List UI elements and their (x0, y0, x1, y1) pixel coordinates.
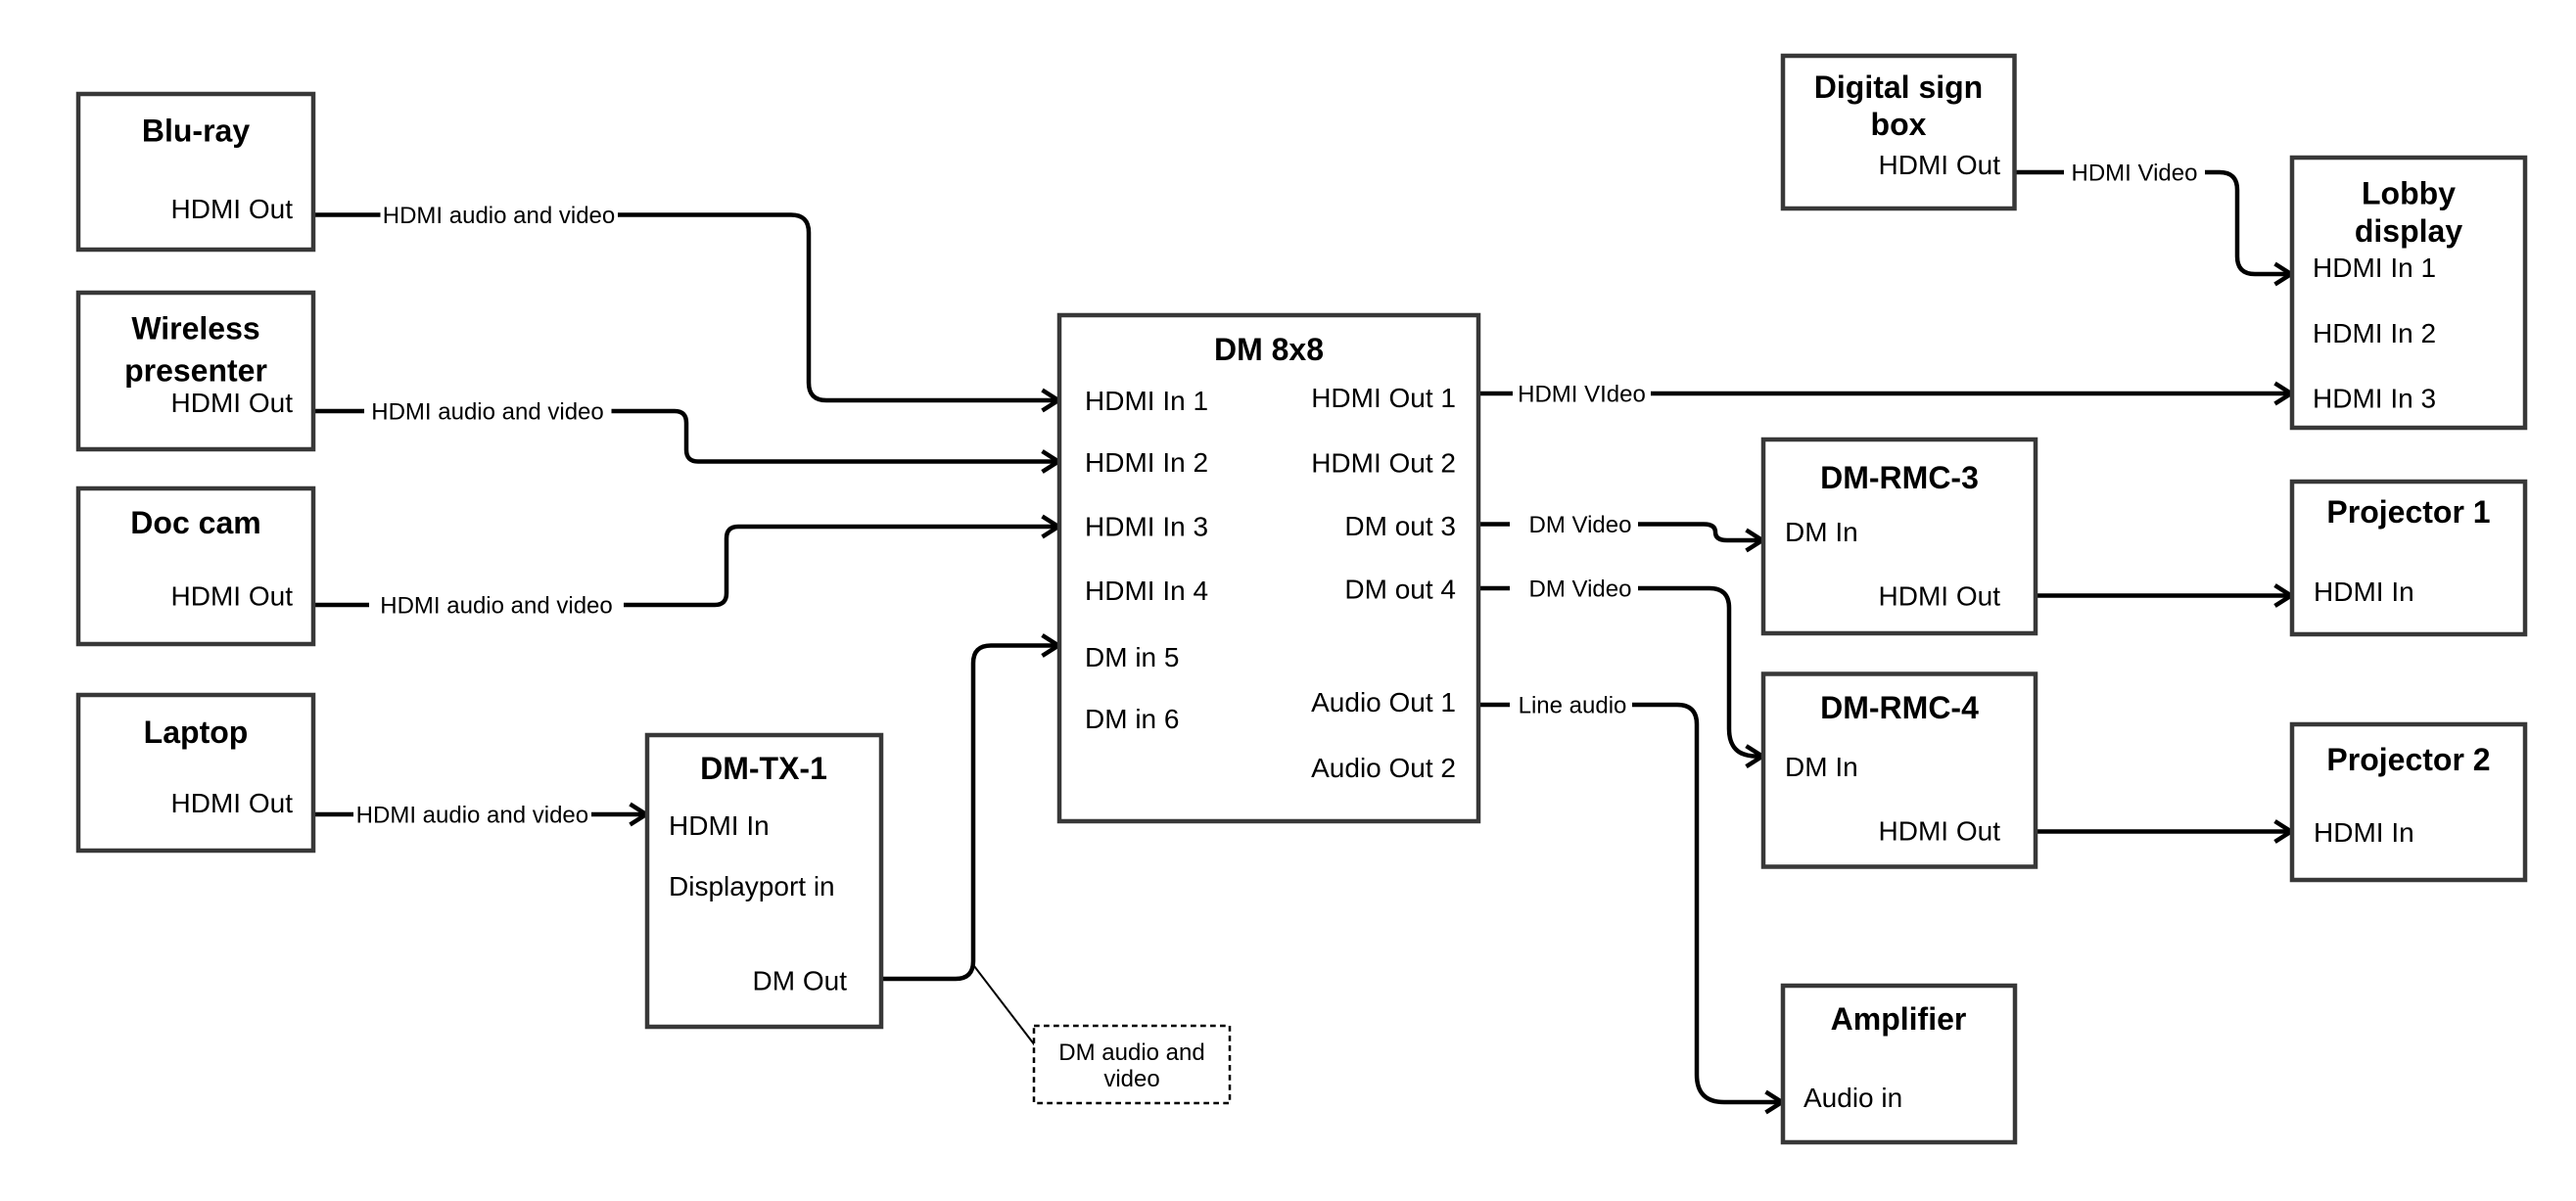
svg-text:HDMI In 4: HDMI In 4 (1085, 576, 1208, 606)
svg-text:Audio Out 1: Audio Out 1 (1311, 687, 1456, 717)
svg-text:Line audio: Line audio (1519, 692, 1627, 718)
svg-text:HDMI Out: HDMI Out (171, 388, 294, 418)
svg-text:display: display (2355, 213, 2462, 249)
svg-text:HDMI In: HDMI In (669, 810, 770, 841)
svg-text:HDMI In 2: HDMI In 2 (2313, 318, 2436, 348)
svg-text:HDMI VIdeo: HDMI VIdeo (1518, 381, 1646, 407)
svg-text:Laptop: Laptop (144, 715, 249, 750)
svg-text:HDMI In 1: HDMI In 1 (1085, 386, 1208, 416)
svg-text:DM Out: DM Out (753, 966, 848, 996)
svg-text:HDMI audio and video: HDMI audio and video (380, 592, 612, 619)
svg-text:Doc cam: Doc cam (130, 505, 260, 540)
svg-text:HDMI In: HDMI In (2314, 817, 2414, 848)
svg-text:DM audio and: DM audio and (1058, 1039, 1204, 1066)
svg-text:HDMI Video: HDMI Video (2072, 160, 2198, 186)
svg-text:Lobby: Lobby (2362, 176, 2456, 211)
svg-text:DM-RMC-4: DM-RMC-4 (1820, 690, 1979, 725)
svg-text:DM In: DM In (1785, 517, 1858, 547)
svg-text:HDMI Out: HDMI Out (1879, 150, 2001, 180)
svg-text:video: video (1103, 1066, 1159, 1092)
svg-text:presenter: presenter (124, 353, 267, 389)
svg-text:Projector 1: Projector 1 (2326, 494, 2490, 530)
svg-text:Audio in: Audio in (1803, 1083, 1902, 1113)
svg-text:DM out 4: DM out 4 (1344, 575, 1456, 605)
svg-text:HDMI Out: HDMI Out (171, 194, 294, 224)
svg-text:DM in 6: DM in 6 (1085, 704, 1179, 734)
svg-text:Blu-ray: Blu-ray (142, 114, 250, 149)
svg-text:DM-TX-1: DM-TX-1 (700, 751, 827, 786)
svg-text:DM Video: DM Video (1529, 576, 1632, 602)
svg-text:DM in 5: DM in 5 (1085, 642, 1179, 672)
svg-text:Audio Out 2: Audio Out 2 (1311, 753, 1456, 783)
svg-text:HDMI audio and video: HDMI audio and video (383, 203, 615, 229)
svg-text:HDMI audio and video: HDMI audio and video (356, 802, 588, 828)
svg-text:Projector 2: Projector 2 (2326, 742, 2490, 777)
svg-text:Amplifier: Amplifier (1831, 1001, 1967, 1037)
svg-text:HDMI In 3: HDMI In 3 (1085, 512, 1208, 542)
svg-text:DM out 3: DM out 3 (1344, 511, 1456, 541)
svg-text:HDMI audio and video: HDMI audio and video (371, 398, 603, 425)
svg-text:DM 8x8: DM 8x8 (1214, 332, 1324, 367)
svg-text:HDMI Out: HDMI Out (171, 788, 294, 818)
svg-text:HDMI Out: HDMI Out (171, 580, 294, 611)
svg-text:HDMI Out 1: HDMI Out 1 (1311, 383, 1456, 413)
svg-text:HDMI In 3: HDMI In 3 (2313, 384, 2436, 414)
svg-text:Wireless: Wireless (131, 311, 259, 346)
svg-text:HDMI In: HDMI In (2314, 577, 2414, 607)
svg-text:Digital sign: Digital sign (1814, 69, 1983, 105)
svg-text:HDMI In 1: HDMI In 1 (2313, 253, 2436, 283)
svg-text:DM In: DM In (1785, 752, 1858, 782)
svg-text:HDMI Out: HDMI Out (1879, 816, 2001, 847)
svg-text:DM Video: DM Video (1529, 512, 1632, 538)
svg-text:DM-RMC-3: DM-RMC-3 (1820, 460, 1979, 495)
svg-text:HDMI Out 2: HDMI Out 2 (1311, 448, 1456, 479)
svg-text:Displayport in: Displayport in (669, 871, 835, 901)
svg-text:HDMI Out: HDMI Out (1879, 581, 2001, 612)
svg-text:box: box (1871, 107, 1927, 142)
svg-text:HDMI In 2: HDMI In 2 (1085, 447, 1208, 478)
